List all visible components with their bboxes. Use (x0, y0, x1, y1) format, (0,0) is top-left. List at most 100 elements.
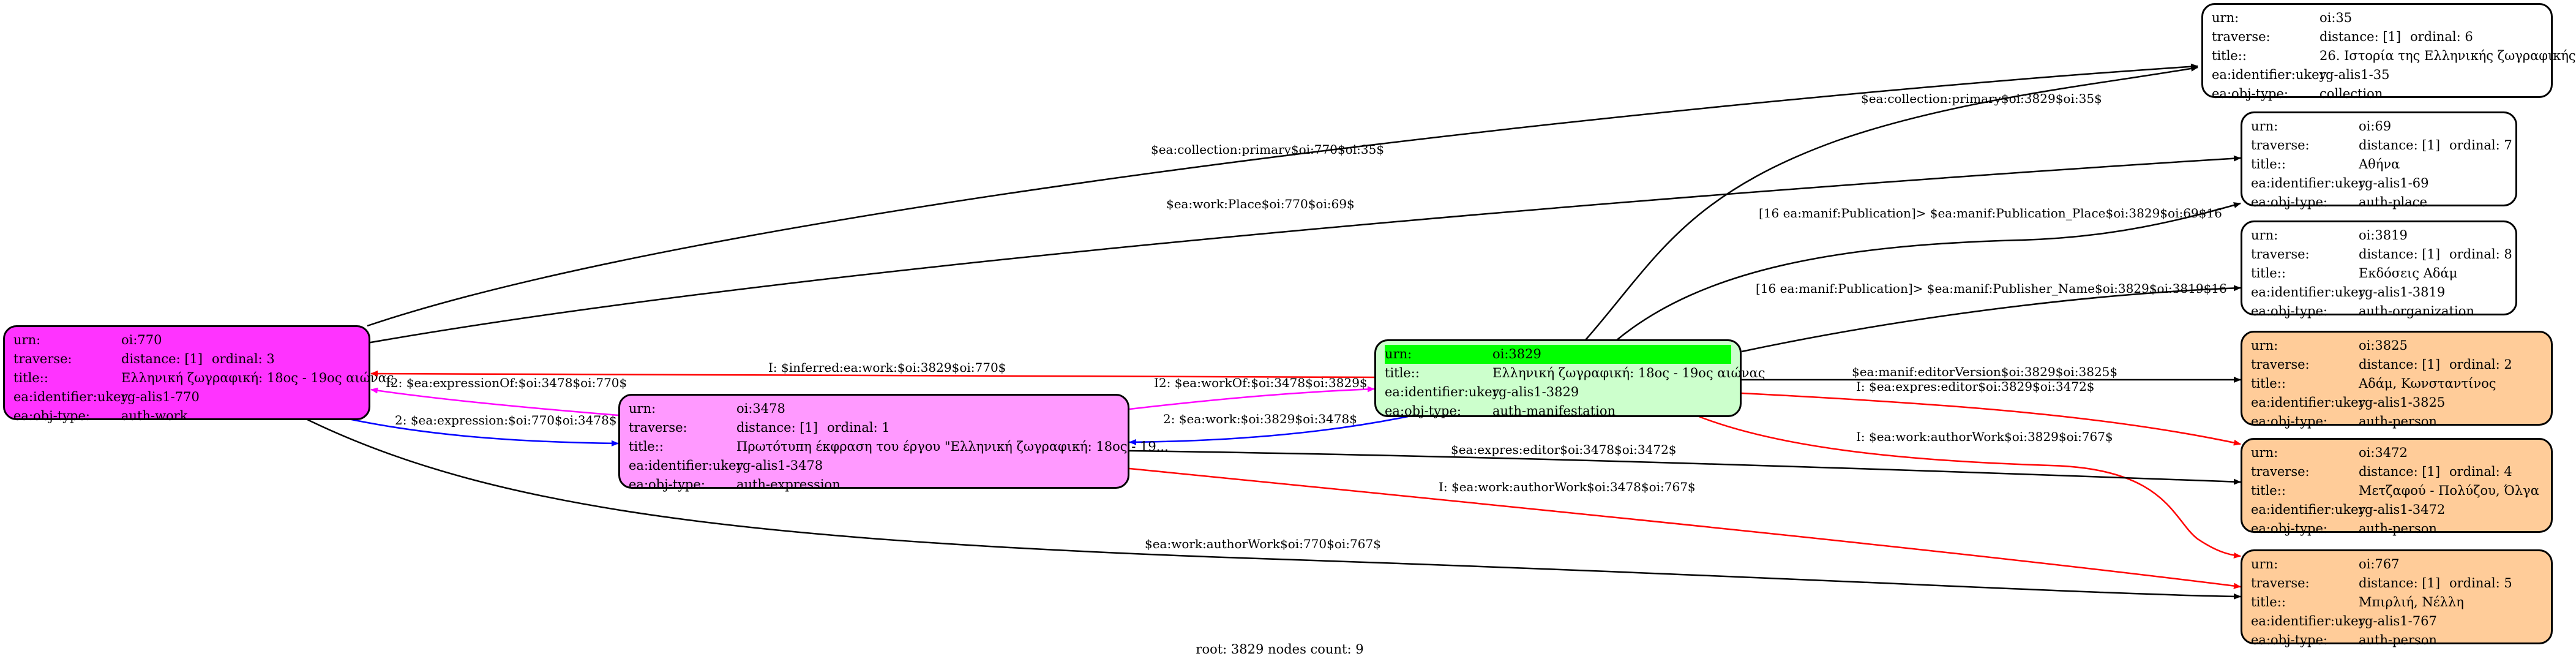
traverse-label: traverse: (2251, 247, 2310, 262)
title-label: title:: (2251, 483, 2286, 498)
node-oi-770[interactable]: urn: oi:770 traverse: distance: [1] ordinal… (3, 325, 394, 423)
obj-type-value: auth-expression (736, 477, 841, 492)
edge-expressionof-3478-770 (370, 387, 619, 416)
urn-value: oi:3819 (2359, 228, 2408, 243)
urn-label: urn: (13, 333, 41, 347)
urn-value: oi:35 (2320, 10, 2353, 25)
distance-value: distance: [1] (2359, 247, 2441, 262)
title-value: Αδάμ, Κωνσταντίνος (2359, 376, 2496, 391)
title-value: Πρωτότυπη έκφραση του έργου "Ελληνική ζω… (736, 439, 1169, 454)
ukey-value: rg-alis1-3829 (1492, 385, 1579, 399)
ukey-label: ea:identifier:ukey (13, 390, 129, 404)
ukey-label: ea:identifier:ukey (2212, 67, 2327, 82)
node-oi-3829-root[interactable]: urn:oi:3829 title::Ελληνική ζωγραφική: 1… (1374, 339, 1765, 418)
urn-label: urn: (1385, 345, 1492, 364)
ordinal-value: ordinal: 8 (2449, 247, 2512, 262)
ukey-label: ea:identifier:ukey (2251, 395, 2366, 410)
ukey-value: rg-alis1-69 (2359, 176, 2429, 190)
ukey-label: ea:identifier:ukey (629, 458, 744, 473)
title-label: title:: (2251, 157, 2286, 171)
edge-label-workof-3478-3829: I2: $ea:workOf:$oi:3478$oi:3829$ (1154, 375, 1368, 390)
traverse-label: traverse: (2212, 29, 2271, 44)
ordinal-value: ordinal: 2 (2449, 357, 2512, 372)
obj-type-label: ea:obj-type: (629, 477, 705, 492)
edge-label-expres-editor-3478-3472: $ea:expres:editor$oi:3478$oi:3472$ (1451, 442, 1677, 457)
traverse-label: traverse: (13, 352, 72, 366)
edge-expression-770-3478 (342, 416, 619, 447)
urn-value: oi:3825 (2359, 338, 2408, 353)
obj-type-label: ea:obj-type: (2251, 195, 2327, 209)
title-label: title:: (2251, 376, 2286, 391)
ordinal-value: ordinal: 5 (2449, 576, 2512, 590)
urn-value: oi:69 (2359, 119, 2392, 134)
obj-type-label: ea:obj-type: (2251, 414, 2327, 429)
obj-type-value: auth-person (2359, 633, 2437, 647)
edge-authorwork-770-767 (305, 418, 2241, 600)
title-value: Εκδόσεις Αδάμ (2359, 266, 2458, 281)
edge-label-authorwork-3478-767: I: $ea:work:authorWork$oi:3478$oi:767$ (1439, 480, 1696, 494)
ukey-label: ea:identifier:ukey (2251, 176, 2366, 190)
edge-label-editorversion-3829-3825: $ea:manif:editorVersion$oi:3829$oi:3825$ (1852, 364, 2117, 379)
node-oi-35[interactable]: urn:oi:35 traverse:distance: [1]ordinal:… (2201, 3, 2576, 101)
edge-label-publisher-3829-3819: [16 ea:manif:Publication]> $ea:manif:Pub… (1756, 281, 2227, 296)
urn-label: urn: (2251, 338, 2278, 353)
urn-value: oi:770 (121, 333, 162, 347)
node-oi-3825[interactable]: urn:oi:3825 traverse:distance: [1]ordina… (2241, 331, 2553, 429)
edge-label-inferred-3829-770: I: $inferred:ea:work:$oi:3829$oi:770$ (768, 360, 1006, 375)
edge-label-collection-3829-35: $ea:collection:primary$oi:3829$oi:35$ (1861, 91, 2102, 106)
ukey-value: rg-alis1-3825 (2359, 395, 2446, 410)
obj-type-label: ea:obj-type: (1385, 404, 1461, 418)
edge-place-770-69 (367, 155, 2241, 344)
edge-label-expression-770-3478: 2: $ea:expression:$oi:770$oi:3478$ (395, 413, 617, 428)
node-oi-3819[interactable]: urn:oi:3819 traverse:distance: [1]ordina… (2241, 220, 2517, 318)
ordinal-value: ordinal: 3 (212, 352, 275, 366)
title-value: Αθήνα (2359, 157, 2400, 171)
obj-type-label: ea:obj-type: (13, 409, 90, 423)
urn-value: oi:767 (2359, 557, 2400, 571)
urn-value: oi:3472 (2359, 445, 2408, 460)
urn-label: urn: (2251, 445, 2278, 460)
urn-value: oi:3478 (736, 401, 785, 416)
urn-label: urn: (2212, 10, 2239, 25)
ukey-label: ea:identifier:ukey (2251, 614, 2366, 628)
edge-label-authorwork-3829-767: I: $ea:work:authorWork$oi:3829$oi:767$ (1856, 429, 2113, 444)
title-label: title:: (2251, 595, 2286, 609)
distance-value: distance: [1] (2359, 464, 2441, 479)
ordinal-value: ordinal: 4 (2449, 464, 2512, 479)
ukey-value: rg-alis1-35 (2320, 67, 2390, 82)
urn-label: urn: (2251, 119, 2278, 134)
edge-collection-3829-35 (1585, 66, 2198, 341)
edge-label-expres-editor-3829-3472: I: $ea:expres:editor$oi:3829$oi:3472$ (1856, 379, 2095, 394)
obj-type-value: auth-person (2359, 521, 2437, 536)
node-oi-69[interactable]: urn:oi:69 traverse:distance: [1]ordinal:… (2241, 111, 2517, 209)
title-label: title:: (13, 371, 48, 385)
obj-type-label: ea:obj-type: (2251, 521, 2327, 536)
title-value: Ελληνική ζωγραφική: 18ος - 19ος αιώνας (1492, 366, 1765, 380)
edge-expres-editor-3829-3472 (1741, 392, 2241, 446)
edge-workof-3478-3829 (1129, 386, 1375, 410)
distance-value: distance: [1] (2359, 138, 2441, 153)
obj-type-value: collection (2320, 86, 2383, 101)
obj-type-label: ea:obj-type: (2212, 86, 2288, 101)
edge-authorwork-3829-767 (1695, 414, 2241, 559)
node-oi-3478[interactable]: urn:oi:3478 traverse:distance: [1]ordina… (618, 394, 1169, 492)
graph-footer: root: 3829 nodes count: 9 (1196, 642, 1364, 657)
ukey-label: ea:identifier:ukey (1385, 385, 1500, 399)
distance-value: distance: [1] (121, 352, 203, 366)
ukey-value: rg-alis1-767 (2359, 614, 2437, 628)
ukey-value: rg-alis1-770 (121, 390, 200, 404)
node-oi-3472[interactable]: urn:oi:3472 traverse:distance: [1]ordina… (2241, 438, 2553, 536)
urn-label: urn: (2251, 557, 2278, 571)
title-value: 26. Ιστορία της Ελληνικής ζωγραφικής (2320, 48, 2576, 63)
title-label: title:: (2212, 48, 2247, 63)
title-label: title:: (2251, 266, 2286, 281)
edge-publication-place-3829-69 (1616, 202, 2241, 341)
edge-publisher-3829-3819 (1741, 285, 2241, 353)
ukey-value: rg-alis1-3478 (736, 458, 823, 473)
ordinal-value: ordinal: 7 (2449, 138, 2512, 153)
ukey-value: rg-alis1-3472 (2359, 502, 2446, 517)
title-value: Μπιρλιή, Νέλλη (2359, 595, 2464, 609)
edge-label-collection-770-35: $ea:collection:primary$oi:770$oi:35$ (1151, 142, 1384, 157)
node-oi-767[interactable]: urn:oi:767 traverse:distance: [1]ordinal… (2241, 549, 2553, 647)
edge-label-place-770-69: $ea:work:Place$oi:770$oi:69$ (1166, 197, 1355, 211)
